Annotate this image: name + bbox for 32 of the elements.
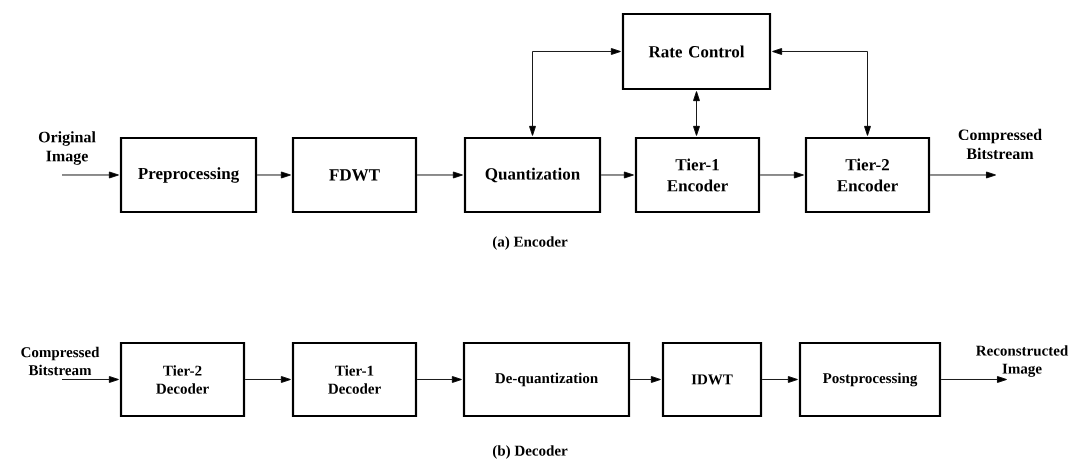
arrow <box>61 376 119 383</box>
process-box: Tier-2 Decoder <box>119 341 246 418</box>
process-box: Rate Control <box>621 12 772 91</box>
arrow <box>244 376 291 383</box>
process-box: Preprocessing <box>119 136 258 214</box>
edge-label: Compressed Bitstream <box>958 128 1042 160</box>
arrow <box>693 91 700 136</box>
caption: (b) Decoder <box>492 445 568 459</box>
arrow <box>761 376 798 383</box>
arrow <box>416 376 462 383</box>
process-box: FDWT <box>291 136 418 214</box>
process-box: Tier-2 Encoder <box>804 136 931 214</box>
edge-label: Compressed Bitstream <box>21 346 100 376</box>
arrow <box>929 171 996 179</box>
arrow <box>529 48 621 136</box>
process-box: Postprocessing <box>798 341 942 418</box>
edge-label: Reconstructed Image <box>976 345 1069 377</box>
edge-label: Original Image <box>38 131 96 165</box>
arrow <box>256 171 291 179</box>
process-box: IDWT <box>661 341 763 418</box>
caption: (a) Encoder <box>492 236 568 250</box>
process-box: De-quantization <box>462 341 631 418</box>
process-box: Quantization <box>463 136 602 214</box>
process-box: Tier-1 Encoder <box>634 136 761 214</box>
process-box: Tier-1 Decoder <box>291 341 418 418</box>
arrow <box>629 376 661 383</box>
arrow <box>61 171 119 179</box>
arrow <box>772 48 871 136</box>
arrow <box>759 171 804 179</box>
arrow <box>940 376 1007 383</box>
arrow <box>416 171 463 179</box>
arrow <box>600 171 634 179</box>
